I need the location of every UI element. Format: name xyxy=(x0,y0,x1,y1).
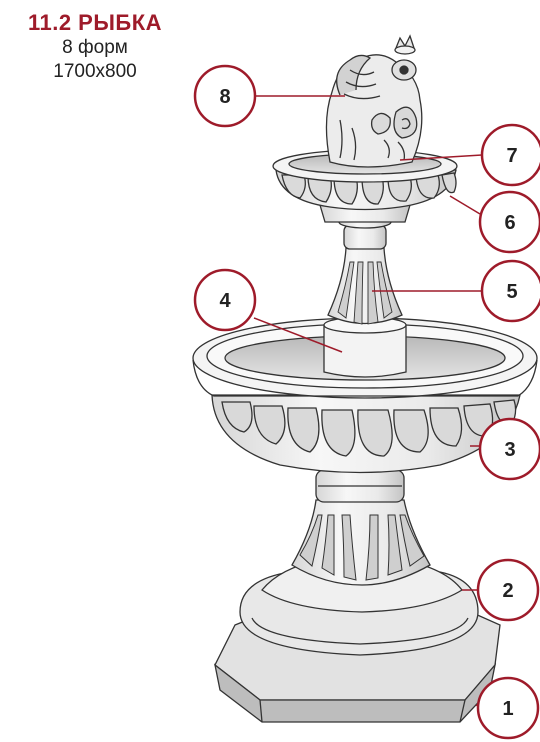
callout-1-label: 1 xyxy=(502,698,513,720)
callout-8: 8 xyxy=(195,66,255,126)
upper-shaft xyxy=(328,216,402,324)
callout-3: 3 xyxy=(480,419,540,479)
callout-5-label: 5 xyxy=(506,281,517,303)
callout-8-label: 8 xyxy=(219,86,230,108)
leader-6 xyxy=(450,196,480,214)
callout-5: 5 xyxy=(482,261,540,321)
callout-2: 2 xyxy=(478,560,538,620)
callout-2-label: 2 xyxy=(502,580,513,602)
callout-4: 4 xyxy=(195,270,255,330)
callout-6-label: 6 xyxy=(504,212,515,234)
callout-3-label: 3 xyxy=(504,439,515,461)
fish-sculpture xyxy=(326,36,421,167)
callout-7: 7 xyxy=(482,125,540,185)
callout-7-label: 7 xyxy=(506,145,517,167)
inner-column xyxy=(324,317,406,377)
pedestal xyxy=(292,470,430,585)
callout-6: 6 xyxy=(480,192,540,252)
callout-1: 1 xyxy=(478,678,538,738)
callout-4-label: 4 xyxy=(219,290,231,312)
